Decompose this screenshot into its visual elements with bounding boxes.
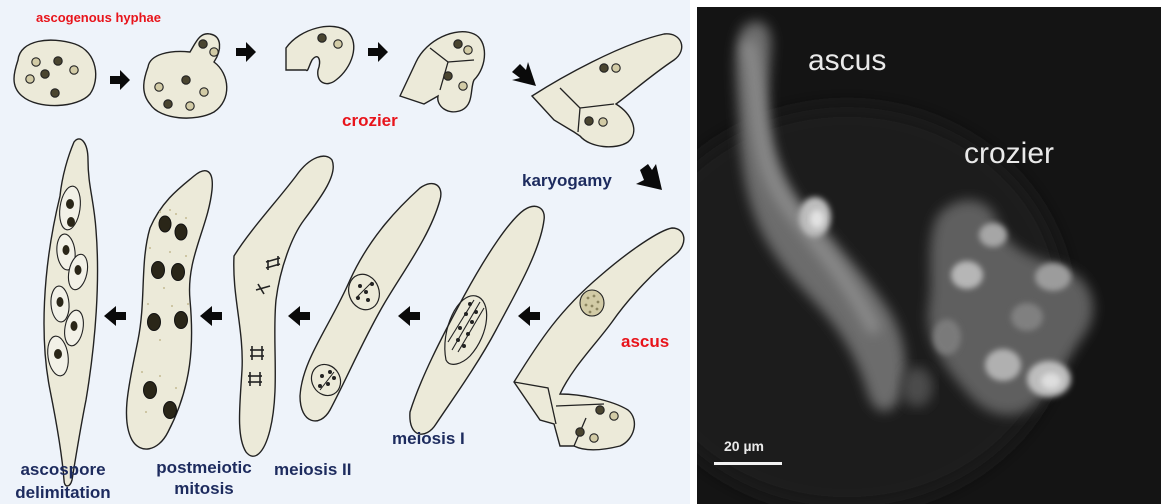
label-karyogamy: karyogamy bbox=[522, 172, 612, 189]
label-delimitation: delimitation bbox=[15, 484, 110, 501]
label-crozier-diagram: crozier bbox=[342, 112, 398, 129]
label-mitosis: mitosis bbox=[174, 480, 234, 497]
label-ascospore: ascospore bbox=[20, 461, 105, 478]
fluorescence-micrograph: ascus crozier 20 µm bbox=[697, 7, 1161, 504]
scale-bar-label: 20 µm bbox=[724, 439, 764, 453]
label-ascogenous-hyphae: ascogenous hyphae bbox=[36, 11, 161, 24]
label-meiosis-two: meiosis II bbox=[274, 461, 351, 478]
micrograph-image bbox=[697, 7, 1161, 504]
label-ascus-micrograph: ascus bbox=[808, 46, 886, 76]
ascogenous-hypha-cell bbox=[14, 40, 96, 105]
label-meiosis-one: meiosis I bbox=[392, 430, 465, 447]
life-cycle-diagram bbox=[0, 0, 690, 504]
label-ascus-diagram: ascus bbox=[621, 333, 669, 350]
label-crozier-micrograph: crozier bbox=[964, 139, 1054, 169]
label-postmeiotic: postmeiotic bbox=[156, 459, 251, 476]
scale-bar bbox=[714, 462, 782, 465]
